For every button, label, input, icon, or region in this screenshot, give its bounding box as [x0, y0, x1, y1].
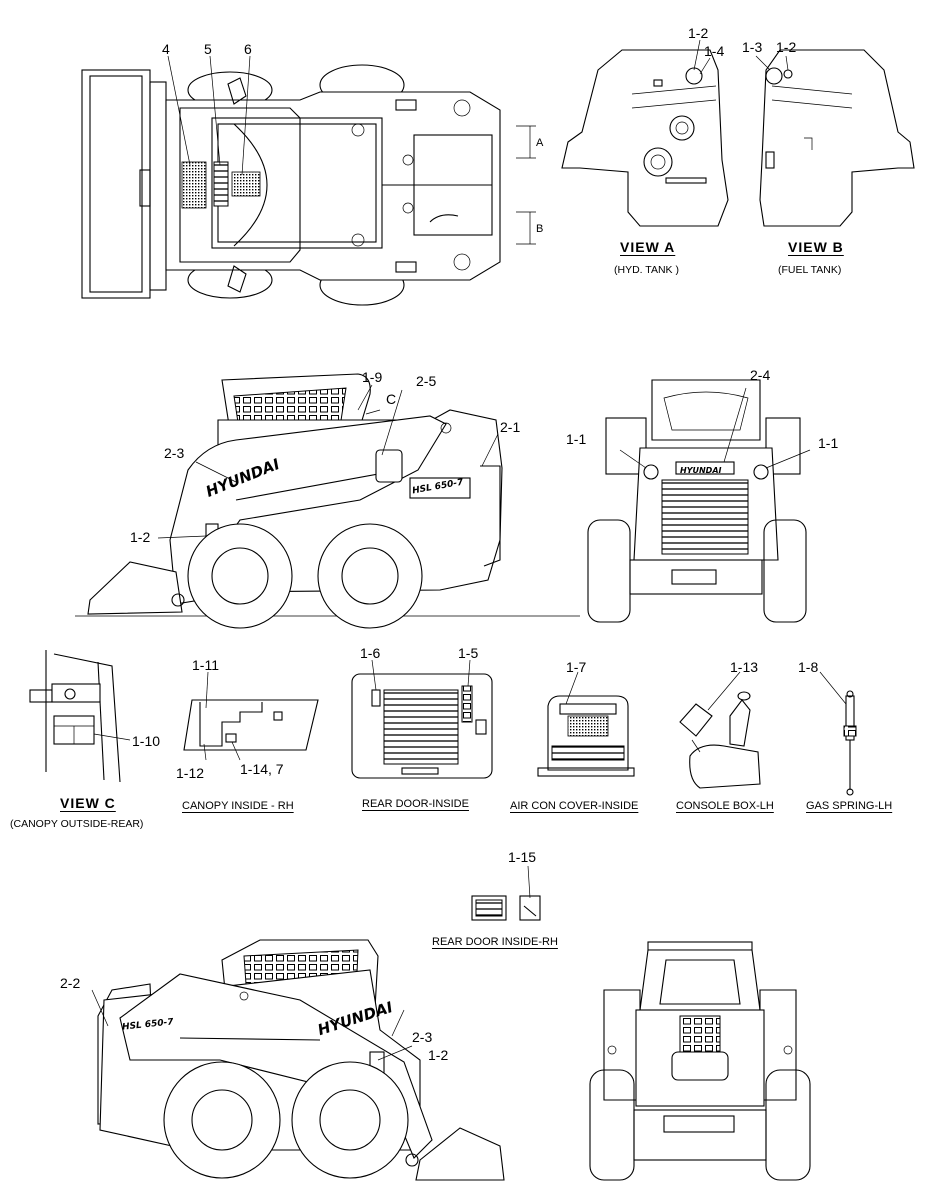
callout-vb-1-2: 1-2 [776, 39, 797, 55]
air-con-cover-caption: AIR CON COVER-INSIDE [510, 800, 639, 812]
callout-ac-1-7: 1-7 [566, 659, 587, 675]
callout-rd-1-5: 1-5 [458, 645, 479, 661]
rear-view [587, 379, 811, 623]
console-box-lh [679, 671, 761, 789]
side-view-rh [91, 939, 505, 1181]
callout-cb-1-13: 1-13 [730, 659, 759, 675]
callout-can-1-12: 1-12 [176, 765, 205, 781]
callout-rd-1-6: 1-6 [360, 645, 381, 661]
gas-spring-caption: GAS SPRING-LH [806, 800, 893, 812]
view-c-canopy-outside [29, 650, 131, 783]
callout-gs-1-8: 1-8 [798, 659, 819, 675]
rear-brand-decal: HYUNDAI [680, 466, 722, 475]
view-a-subtitle: (HYD. TANK ) [614, 264, 679, 276]
callout-rear-1-1-left: 1-1 [566, 431, 587, 447]
callout-bot-2-3: 2-3 [412, 1029, 433, 1045]
top-plan-view [81, 55, 536, 306]
callout-side-1-9: 1-9 [362, 369, 383, 385]
view-a-title: VIEW A [620, 239, 676, 255]
air-con-cover-inside [537, 671, 635, 777]
callout-side-c: C [386, 391, 397, 407]
view-c-subtitle: (CANOPY OUTSIDE-REAR) [10, 818, 144, 830]
rear-door-inside [351, 659, 493, 779]
callout-4: 4 [162, 41, 170, 57]
callout-side-1-2: 1-2 [130, 529, 151, 545]
callout-can-1-11: 1-11 [192, 657, 219, 673]
console-box-caption: CONSOLE BOX-LH [676, 800, 774, 812]
callout-va-1-2: 1-2 [688, 25, 709, 41]
view-a-hyd-tank [561, 39, 729, 227]
dimension-a: A [536, 137, 544, 149]
callout-rh-1-15: 1-15 [508, 849, 537, 865]
gas-spring-lh [819, 671, 857, 796]
callout-side-2-1: 2-1 [500, 419, 521, 435]
view-b-fuel-tank [755, 49, 915, 227]
callout-vb-1-3: 1-3 [742, 39, 763, 55]
rear-door-inside-caption: REAR DOOR-INSIDE [362, 798, 469, 810]
callout-6: 6 [244, 41, 252, 57]
side-view-lh [75, 373, 580, 629]
view-c-title: VIEW C [60, 795, 116, 811]
view-b-title: VIEW B [788, 239, 844, 255]
canopy-inside-rh [183, 671, 319, 761]
dimension-b: B [536, 223, 544, 235]
callout-can-1-14-7: 1-14, 7 [240, 761, 284, 777]
callout-bot-2-2: 2-2 [60, 975, 81, 991]
callout-va-1-4: 1-4 [704, 43, 725, 59]
callout-rear-2-4: 2-4 [750, 367, 771, 383]
callout-rear-1-1-right: 1-1 [818, 435, 839, 451]
canopy-inside-caption: CANOPY INSIDE - RH [182, 800, 294, 812]
front-view [589, 941, 811, 1181]
rear-door-inside-rh-caption: REAR DOOR INSIDE-RH [432, 936, 558, 948]
view-b-subtitle: (FUEL TANK) [778, 264, 842, 276]
callout-bot-1-2: 1-2 [428, 1047, 449, 1063]
callout-vc-1-10: 1-10 [132, 733, 161, 749]
callout-side-2-5: 2-5 [416, 373, 437, 389]
callout-5: 5 [204, 41, 212, 57]
rear-door-inside-rh [471, 865, 541, 921]
callout-side-2-3: 2-3 [164, 445, 185, 461]
